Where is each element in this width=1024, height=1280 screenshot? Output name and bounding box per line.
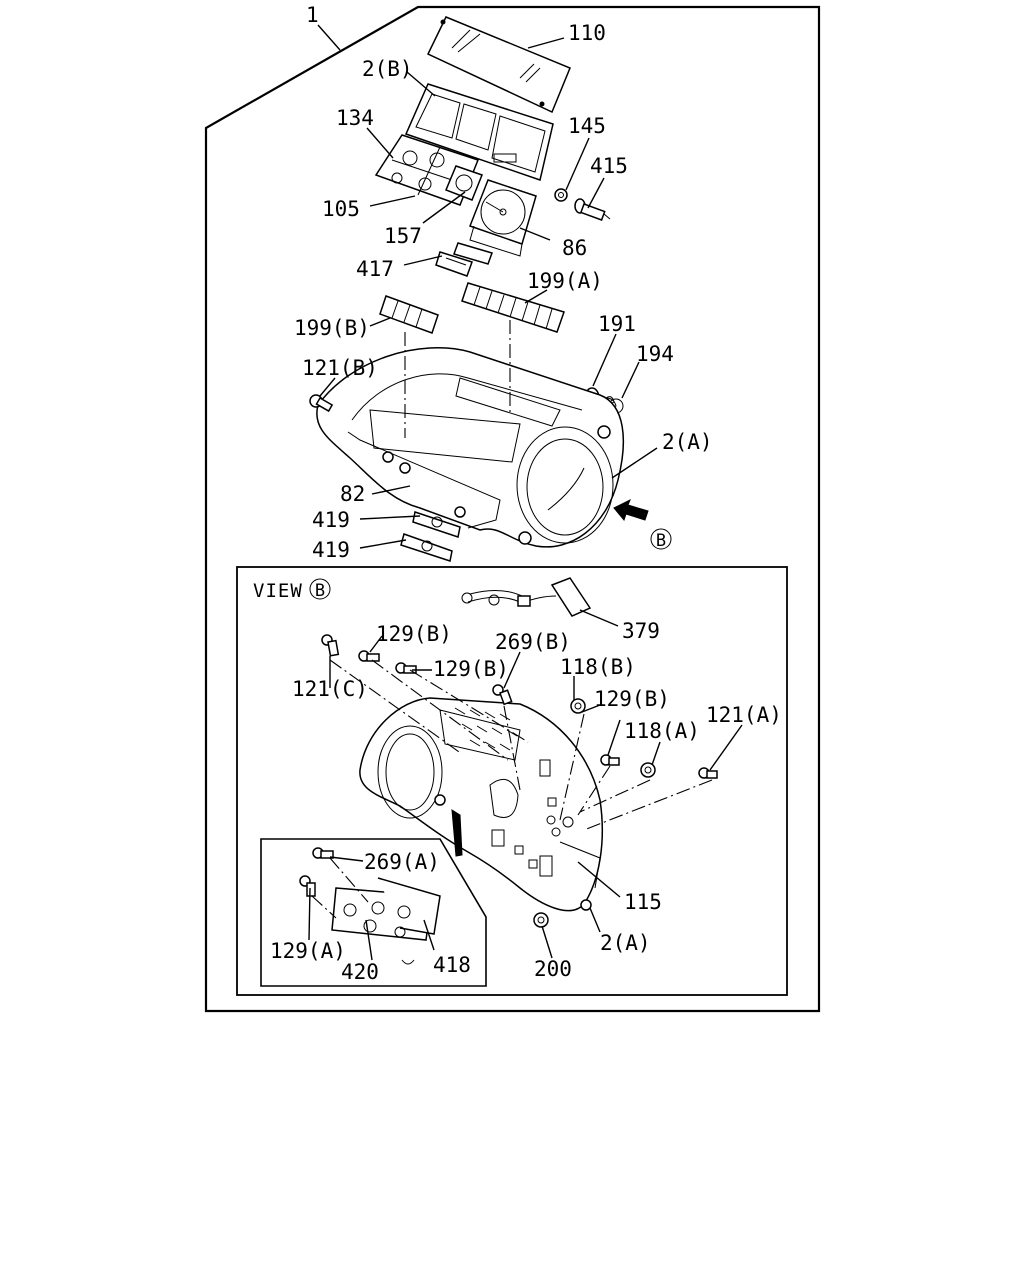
screw-129b-c: [600, 754, 620, 766]
view-b-marker-circle: [650, 528, 672, 550]
callout-105: 105: [322, 197, 360, 221]
nut-118b: [570, 698, 586, 714]
callout-2b: 2(B): [362, 57, 413, 81]
alignment-lines-view-b: [329, 659, 713, 831]
sub-inset-frame: [260, 838, 487, 987]
speedometer-gauge: [469, 179, 537, 257]
bezel: [404, 83, 554, 181]
alignment-lines-upper: [404, 320, 511, 438]
callout-199b: 199(B): [294, 316, 370, 340]
callout-118a: 118(A): [624, 719, 700, 743]
callout-129b-2: 129(B): [433, 657, 509, 681]
nut-118a: [640, 762, 656, 778]
view-b-title-marker-letter: B: [315, 581, 325, 601]
callout-145: 145: [568, 114, 606, 138]
callout-420: 420: [341, 960, 379, 984]
view-b-inset-frame: [236, 566, 788, 996]
rear-housing: [359, 697, 604, 912]
callout-2a-bottom: 2(A): [600, 931, 651, 955]
callout-110: 110: [568, 21, 606, 45]
callout-129a: 129(A): [270, 939, 346, 963]
assembly-frame: [204, 5, 821, 1013]
callout-199a: 199(A): [527, 269, 603, 293]
callout-194: 194: [636, 342, 674, 366]
callout-115: 115: [624, 890, 662, 914]
screw-121c: [321, 634, 340, 657]
callout-129b-3: 129(B): [594, 687, 670, 711]
bracket-419-lower: [400, 533, 453, 562]
view-b-arrow: [613, 498, 649, 522]
cluster-case: [316, 347, 625, 548]
screw-129a: [299, 875, 316, 897]
light-filter-b: [379, 295, 439, 334]
callout-191: 191: [598, 312, 636, 336]
view-b-title: VIEW: [253, 580, 303, 602]
screw-129b-a: [358, 650, 380, 662]
callout-200: 200: [534, 957, 572, 981]
nut: [554, 188, 568, 202]
callout-129b-1: 129(B): [376, 622, 452, 646]
leader-lines-upper: [317, 24, 658, 549]
callout-121c: 121(C): [292, 677, 368, 701]
callout-1: 1: [306, 3, 319, 27]
callout-417: 417: [356, 257, 394, 281]
callout-269a: 269(A): [364, 850, 440, 874]
screw-269a: [312, 847, 334, 859]
view-b-marker-letter: B: [656, 531, 666, 551]
leader-lines-view-b: [308, 609, 743, 961]
circuit-board-82: [347, 431, 501, 529]
sub-inset-lines: [311, 857, 369, 919]
callout-121b: 121(B): [302, 356, 378, 380]
callout-82: 82: [340, 482, 365, 506]
callout-118b: 118(B): [560, 655, 636, 679]
callout-419-upper: 419: [312, 508, 350, 532]
callout-157: 157: [384, 224, 422, 248]
connector-strip: [435, 242, 493, 277]
bulb-socket: [574, 198, 611, 221]
nut-200: [533, 912, 549, 928]
callout-134: 134: [336, 106, 374, 130]
screw-269b: [492, 684, 513, 706]
callout-121a: 121(A): [706, 703, 782, 727]
screw-121a: [698, 767, 718, 779]
callout-379: 379: [622, 619, 660, 643]
wiring-harness-379: [461, 577, 592, 617]
light-filter-a: [461, 282, 565, 333]
callout-2a-top: 2(A): [662, 430, 713, 454]
callout-419-lower: 419: [312, 538, 350, 562]
callout-labels: 1 110 2(B) 134 145 415 105 157 86 417 19…: [270, 3, 782, 984]
lens-glass: [426, 16, 571, 114]
callout-269b: 269(B): [495, 630, 571, 654]
bracket-419-upper: [412, 511, 461, 538]
callout-86: 86: [562, 236, 587, 260]
callout-415: 415: [590, 154, 628, 178]
small-gauge: [445, 165, 483, 201]
callout-418: 418: [433, 953, 471, 977]
screw-121b: [309, 394, 334, 413]
view-b-title-marker-circle: [309, 578, 331, 600]
